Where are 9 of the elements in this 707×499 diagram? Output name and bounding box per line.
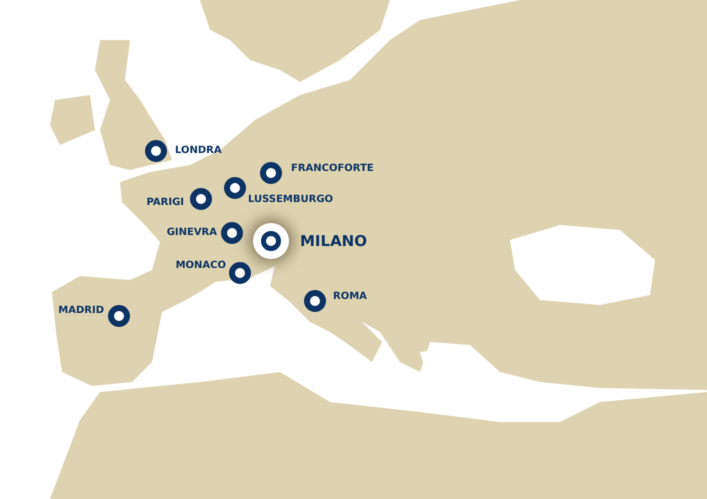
city-label: MADRID xyxy=(58,305,104,317)
city-label: PARIGI xyxy=(146,197,184,209)
city-label: LONDRA xyxy=(175,145,222,157)
city-label: ROMA xyxy=(333,291,367,303)
city-label: MONACO xyxy=(176,260,226,272)
city-label: GINEVRA xyxy=(166,227,217,239)
city-label: MILANO xyxy=(300,233,367,249)
city-label: FRANCOFORTE xyxy=(291,163,374,175)
city-label: LUSSEMBURGO xyxy=(248,194,334,206)
